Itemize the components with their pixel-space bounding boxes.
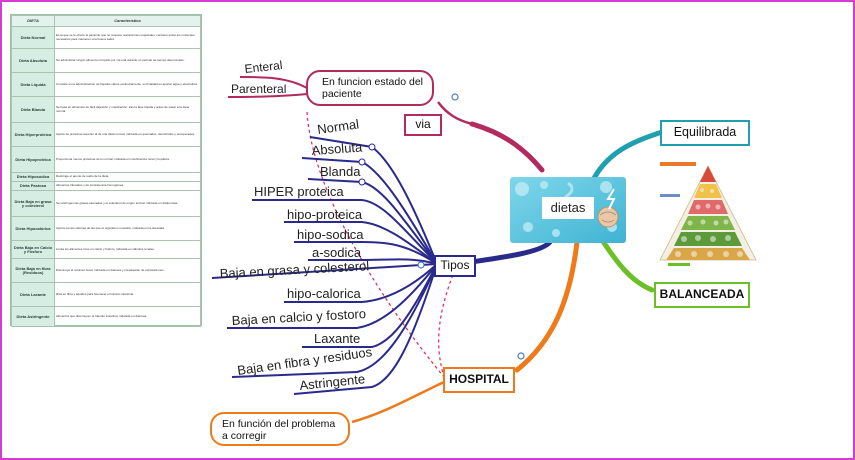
hospital-box-connector xyxy=(351,380,445,424)
table-cell-desc: Alimentos que disminuyen el tránsito int… xyxy=(54,306,201,327)
tipos-line-grasa xyxy=(211,263,438,279)
table-cell-diet: Dieta Hiperproteica xyxy=(11,122,55,147)
table-cell-diet: Dieta Astringente xyxy=(11,306,55,327)
branch-hospital-line xyxy=(514,239,580,373)
tipos-line-hipoprot xyxy=(284,221,438,265)
tipos-node-dot xyxy=(358,178,366,186)
via-item-parenteral: Parenteral xyxy=(231,82,286,96)
branch-tipos-text: Tipos xyxy=(440,258,470,272)
branch-hospital-label: HOSPITAL xyxy=(443,367,515,393)
tipos-node-dot xyxy=(368,143,376,151)
central-topic: dietas xyxy=(508,175,628,245)
table-cell-diet: Dieta Absoluta xyxy=(11,48,55,73)
branch-balanceada-text: BALANCEADA xyxy=(659,287,745,301)
tipos-item-grasa-colesterol: Baja en grasa y colesterol xyxy=(219,258,369,281)
central-topic-label: dietas xyxy=(542,197,594,219)
via-parenteral-line xyxy=(227,93,308,98)
table-cell-diet: Dieta Blanda xyxy=(11,96,55,123)
tipos-item-laxante: Laxante xyxy=(314,331,360,346)
branch-node-dot xyxy=(451,93,459,101)
table-row: Dieta Baja en fibra (Residuos)Disminuye … xyxy=(11,258,201,283)
tipos-line-hipocal xyxy=(284,263,438,303)
branch-hospital-text: HOSPITAL xyxy=(449,372,509,386)
table-cell-desc: Disminuye el volumen fecal, indicada en … xyxy=(54,258,201,283)
table-cell-desc: Se restringen las grasas saturadas y el … xyxy=(54,190,201,217)
via-description-text: En funcion estado del paciente xyxy=(322,76,423,100)
tipos-line-calcio xyxy=(227,263,438,329)
table-cell-desc: Proporciona menos proteínas de lo normal… xyxy=(54,146,201,173)
food-pyramid-image xyxy=(658,160,758,270)
table-cell-diet: Dieta Baja en fibra (Residuos) xyxy=(11,258,55,283)
branch-tipos-label: Tipos xyxy=(434,255,476,277)
branch-balanceada-label: BALANCEADA xyxy=(654,282,750,308)
via-description-box: En funcion estado del paciente xyxy=(306,70,434,106)
tipos-item-astringente: Astringente xyxy=(299,371,366,393)
tipos-item-hipo-proteica: hipo-proteica xyxy=(287,207,363,222)
tipos-line-astringente xyxy=(293,263,438,395)
branch-via-label: via xyxy=(404,114,442,136)
relation-dashed-line xyxy=(438,263,458,378)
tipos-item-calcio-fosforo: Baja en calcio y fostoro xyxy=(231,306,366,328)
hospital-description-box: En función del problema a corregir xyxy=(210,412,350,446)
table-cell-diet: Dieta Hipoproteica xyxy=(11,146,55,173)
via-item-enteral: Enteral xyxy=(244,58,283,76)
tipos-item-absoluta: Absoluta xyxy=(311,139,363,158)
tipos-node-dot xyxy=(358,158,366,166)
tipos-line-asod xyxy=(308,258,438,265)
tipos-item-a-sodica: a-sodica xyxy=(312,245,362,260)
branch-equilibrada-line xyxy=(589,129,665,185)
hospital-description-text: En función del problema a corregir xyxy=(222,418,336,442)
tipos-item-hiper-proteica: HIPER proteica xyxy=(254,184,344,199)
tipos-item-hipo-calorica: hipo-calorica xyxy=(287,286,361,301)
branch-via-line xyxy=(469,121,545,173)
tipos-item-normal: Normal xyxy=(316,116,360,137)
central-topic-text: dietas xyxy=(550,200,586,215)
table-cell-diet: Dieta Hipocalórica xyxy=(11,216,55,241)
tipos-line-fibra xyxy=(231,263,438,378)
branch-node-dot xyxy=(417,261,425,269)
branch-equilibrada-text: Equilibrada xyxy=(673,125,737,139)
tipos-item-blanda: Blanda xyxy=(320,164,361,179)
branch-node-dot xyxy=(517,352,525,360)
via-box-connector xyxy=(437,101,473,126)
tipos-line-hiper xyxy=(252,199,438,265)
via-enteral-line xyxy=(239,76,308,89)
tipos-line-laxante xyxy=(302,263,438,348)
branch-via-text: via xyxy=(415,117,431,131)
table-cell-diet: Dieta Líquida xyxy=(11,72,55,97)
branch-equilibrada-label: Equilibrada xyxy=(660,120,750,146)
tipos-line-hiposod xyxy=(294,241,438,265)
tipos-item-hipo-sodica: hipo-sodica xyxy=(297,227,364,242)
